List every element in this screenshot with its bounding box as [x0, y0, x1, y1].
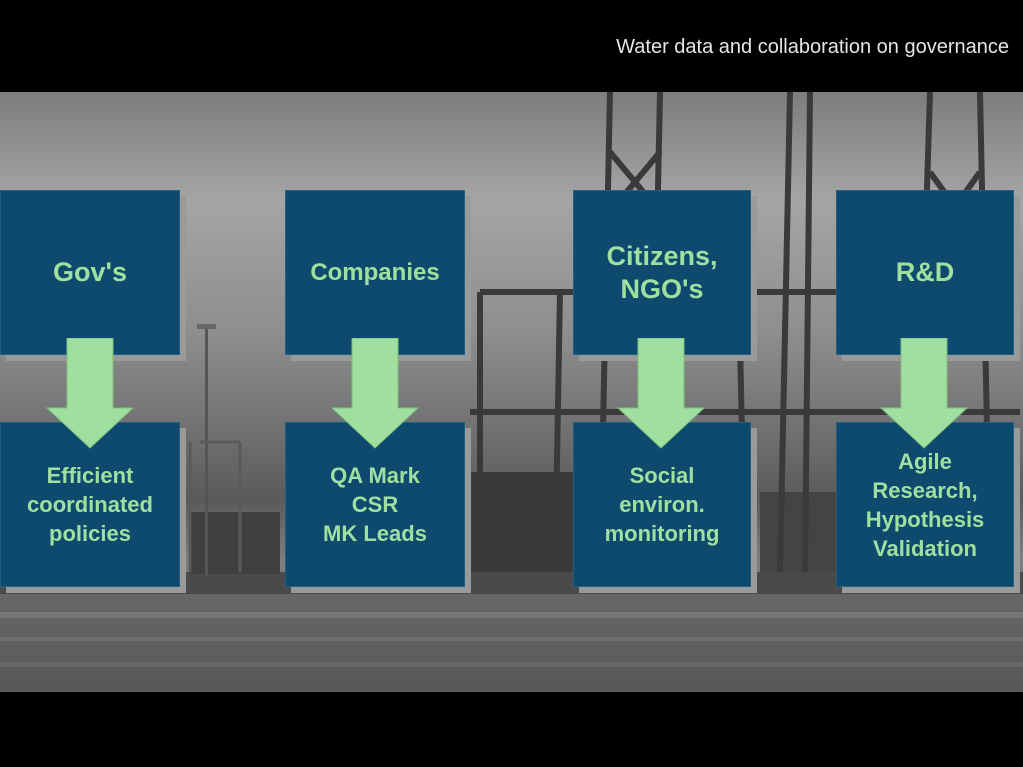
port-crane-illustration	[0, 92, 1023, 692]
rnd-label: R&D	[895, 257, 955, 287]
agile-research-label: Agile Research, Hypothesis Validation	[865, 448, 985, 561]
gov-box: Gov's	[0, 190, 180, 355]
qa-mark-label: QA Mark CSR MK Leads	[323, 463, 427, 546]
port-crane-background-image	[0, 92, 1023, 692]
slide-title: Water data and collaboration on governan…	[616, 36, 1009, 58]
citizens-ngo-label: Citizens, NGO's	[606, 240, 718, 304]
efficient-policies-box: Efficient coordinated policies	[0, 422, 180, 587]
title-bar: Water data and collaboration on governan…	[0, 0, 1023, 92]
down-arrow-icon	[879, 338, 969, 449]
companies-label: Companies	[310, 259, 440, 286]
social-monitoring-box: Social environ. monitoring	[573, 422, 751, 587]
footer-bar	[0, 692, 1023, 767]
social-monitoring-label: Social environ. monitoring	[604, 463, 720, 546]
down-arrow-icon	[330, 338, 420, 449]
qa-mark-box: QA Mark CSR MK Leads	[285, 422, 465, 587]
down-arrow-icon	[616, 338, 706, 449]
efficient-policies-label: Efficient coordinated policies	[27, 463, 153, 546]
citizens-ngo-box: Citizens, NGO's	[573, 190, 751, 355]
agile-research-box: Agile Research, Hypothesis Validation	[836, 422, 1014, 587]
rnd-box: R&D	[836, 190, 1014, 355]
down-arrow-icon	[45, 338, 135, 449]
companies-box: Companies	[285, 190, 465, 355]
gov-label: Gov's	[53, 257, 127, 287]
